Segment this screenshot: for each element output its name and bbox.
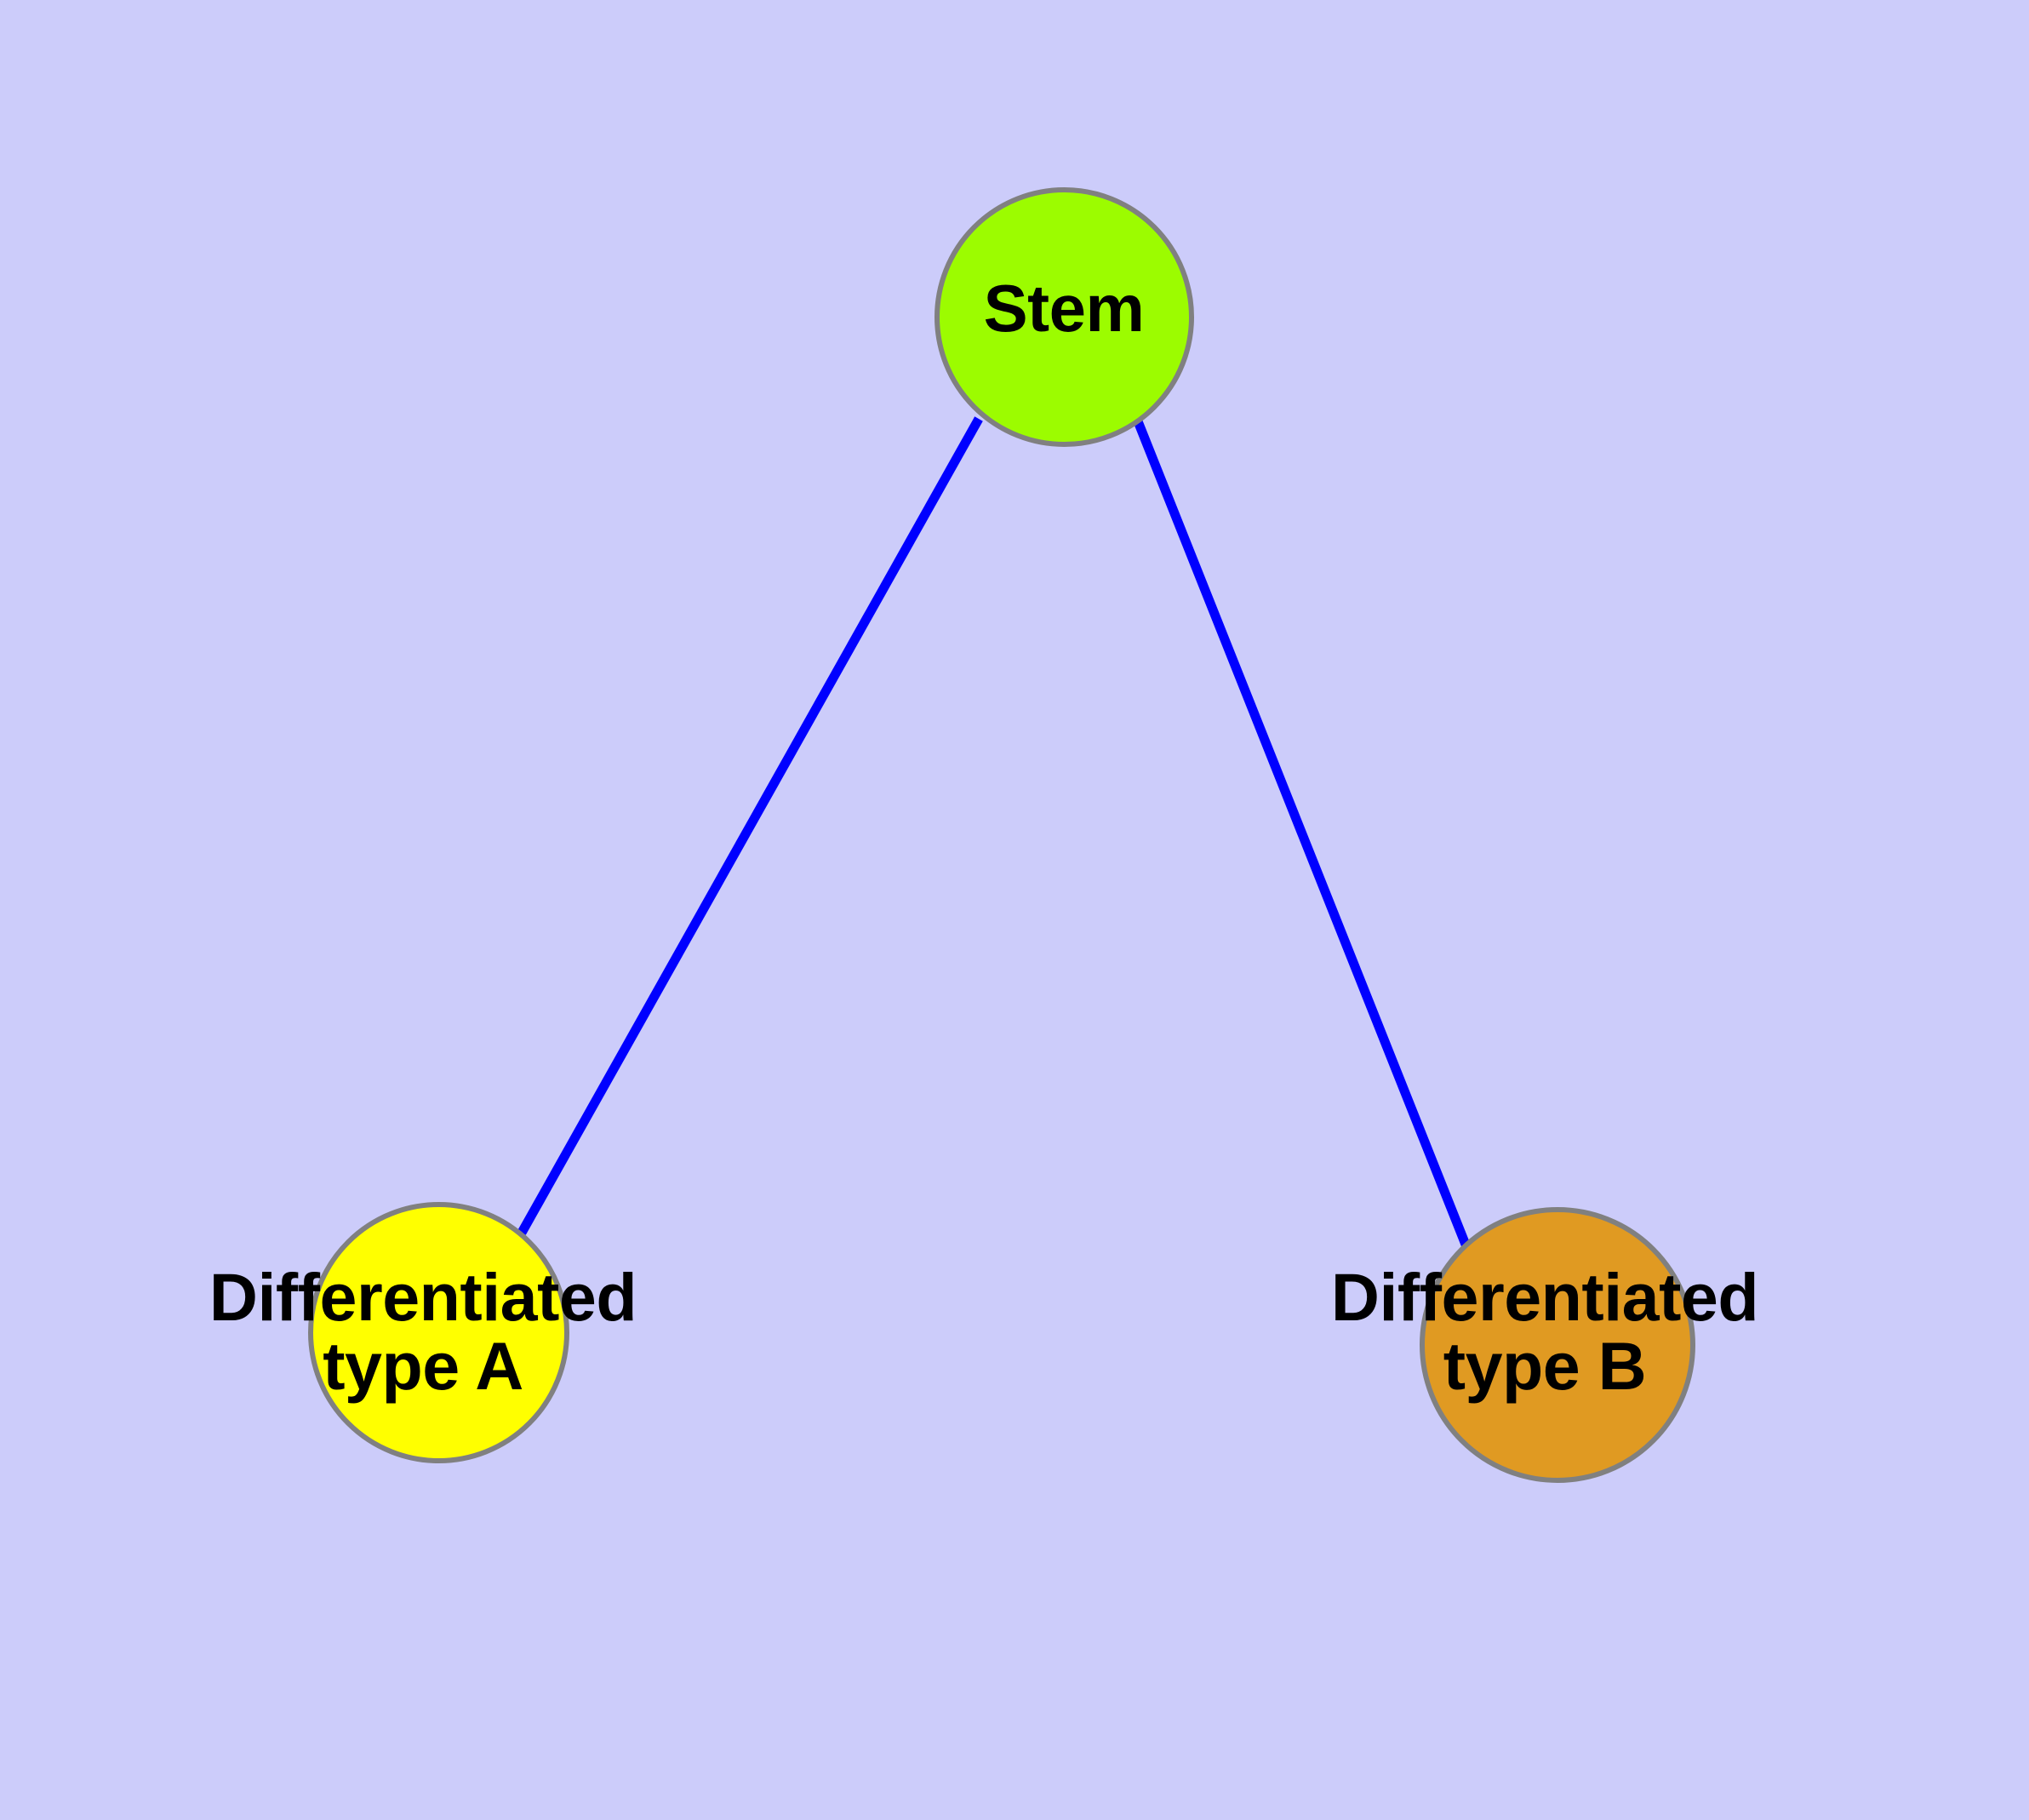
edge-stem-to-differentiated-type-b [1133,419,1471,1247]
edge-stem-to-differentiated-type-a [517,416,983,1235]
node-label-differentiated-type-a: Differentiated type A [209,1259,637,1404]
node-differentiated-type-a[interactable] [308,1202,569,1463]
node-differentiated-type-b[interactable] [1420,1207,1695,1483]
node-stem[interactable] [934,187,1194,447]
node-label-stem: Stem [983,271,1145,346]
node-label-differentiated-type-b: Differentiated type B [1330,1259,1759,1404]
